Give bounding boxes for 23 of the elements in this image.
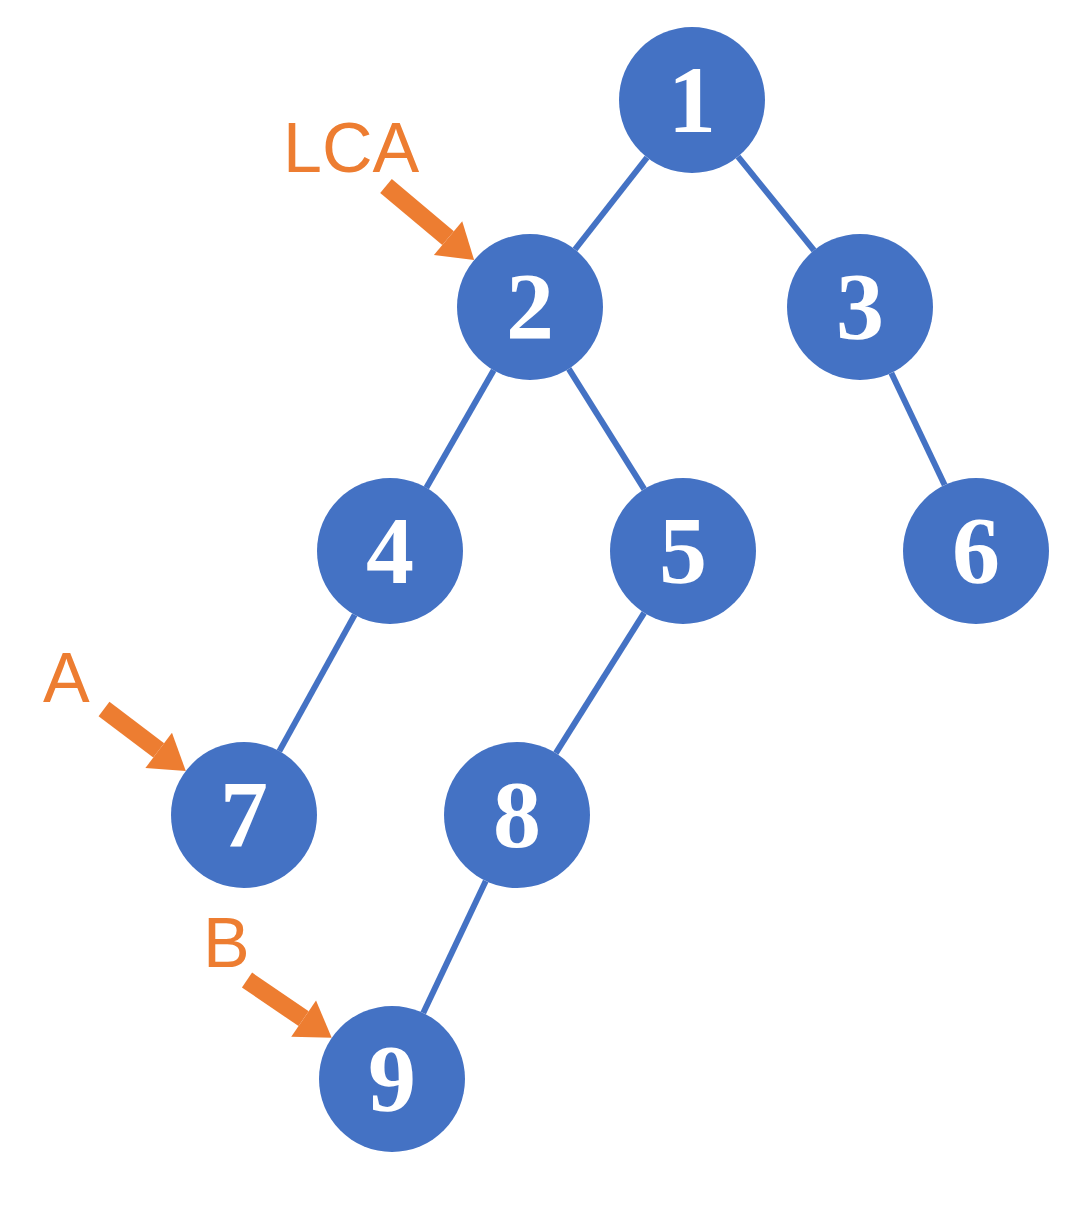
- tree-node: 3: [787, 234, 933, 380]
- pointer-label: B: [203, 908, 250, 978]
- tree-node: 7: [171, 742, 317, 888]
- tree-edge: [735, 154, 817, 253]
- tree-node: 5: [610, 478, 756, 624]
- tree-edge: [572, 155, 650, 252]
- tree-edge: [553, 611, 647, 755]
- pointer-arrow: [98, 701, 186, 771]
- pointer-arrow: [380, 179, 475, 261]
- tree-edge: [420, 879, 489, 1015]
- tree-node: 2: [457, 234, 603, 380]
- tree-edge: [566, 367, 647, 491]
- tree-node: 1: [619, 27, 765, 173]
- tree-node: 8: [444, 742, 590, 888]
- pointer-label: A: [43, 643, 90, 713]
- tree-edge: [888, 371, 948, 487]
- pointer-arrow: [241, 972, 332, 1038]
- pointer-label: LCA: [283, 113, 420, 183]
- tree-node: 9: [319, 1006, 465, 1152]
- tree-node: 4: [317, 478, 463, 624]
- tree-node: 6: [903, 478, 1049, 624]
- tree-edge: [276, 613, 358, 753]
- tree-edge: [423, 368, 497, 490]
